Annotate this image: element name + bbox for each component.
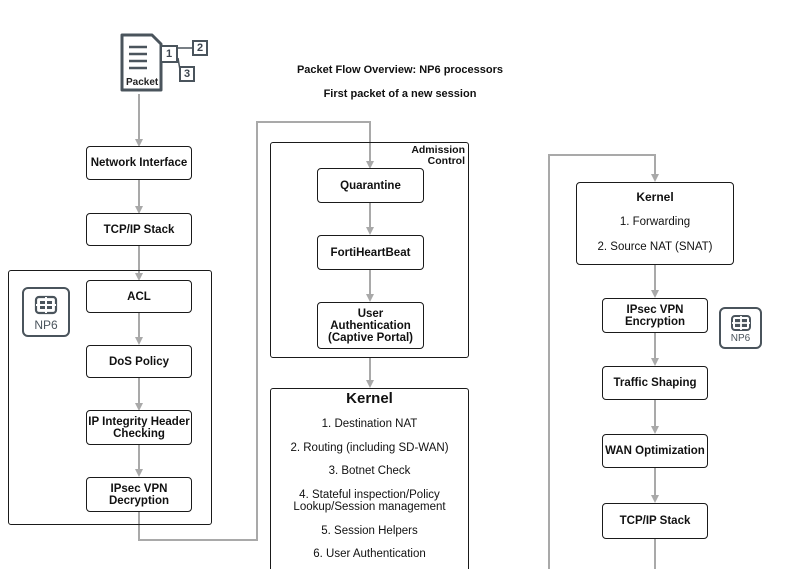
kernel-item-6: 6. User Authentication	[313, 548, 426, 560]
acl-box: ACL	[86, 280, 192, 313]
kernel-item-3: 3. Botnet Check	[328, 465, 411, 477]
quarantine-box: Quarantine	[317, 168, 424, 203]
diagram-title-line2: First packet of a new session	[323, 88, 477, 100]
admission-control-group	[270, 142, 469, 358]
ip-integrity-box: IP Integrity Header Checking	[86, 410, 192, 445]
user-auth-portal-box: User Authentication (Captive Portal)	[317, 302, 424, 349]
wire-col2-to-col3	[548, 154, 659, 569]
kernel2-item-1: 1. Forwarding	[619, 216, 691, 228]
np6-label-1: NP6	[34, 318, 58, 332]
np6-chip-icon	[731, 315, 751, 331]
kernel-item-5: 5. Session Helpers	[321, 525, 418, 537]
ipsec-encryption-box: IPsec VPN Encryption	[602, 298, 708, 333]
np6-chip-icon	[34, 295, 58, 315]
packet-tag-connectors	[177, 47, 192, 71]
wan-optimization-box: WAN Optimization	[602, 434, 708, 468]
admission-control-label: Admission Control	[411, 144, 465, 167]
kernel-item-2: 2. Routing (including SD-WAN)	[290, 442, 449, 454]
kernel-group-1	[270, 388, 469, 569]
kernel2-item-2: 2. Source NAT (SNAT)	[597, 241, 713, 253]
packet-tag-3: 3	[179, 66, 195, 82]
network-interface-box: Network Interface	[86, 146, 192, 180]
packet-document-icon	[120, 33, 163, 92]
kernel-item-4: 4. Stateful inspection/Policy Lookup/Ses…	[293, 489, 446, 513]
fortiheartbeat-box: FortiHeartBeat	[317, 235, 424, 270]
kernel-item-1: 1. Destination NAT	[321, 418, 418, 430]
tcpip-stack-box-2: TCP/IP Stack	[602, 503, 708, 539]
traffic-shaping-box: Traffic Shaping	[602, 366, 708, 400]
np6-label-2: NP6	[730, 333, 751, 344]
tcpip-stack-box-1: TCP/IP Stack	[86, 213, 192, 246]
np6-offload-group-1	[8, 270, 212, 525]
diagram-title-line1: Packet Flow Overview: NP6 processors	[296, 64, 504, 76]
kernel-title-2: Kernel	[636, 190, 674, 204]
packet-tag-2: 2	[192, 40, 208, 56]
ipsec-decryption-box: IPsec VPN Decryption	[86, 477, 192, 512]
np6-badge-1: NP6	[22, 287, 70, 337]
wire-col1-to-col2	[138, 121, 374, 541]
kernel-group-2	[576, 182, 734, 265]
packet-tag-1: 1	[160, 45, 178, 63]
kernel-title-1: Kernel	[346, 390, 393, 407]
packet-label: Packet	[126, 77, 159, 88]
dos-policy-box: DoS Policy	[86, 345, 192, 378]
np6-badge-2: NP6	[719, 307, 762, 349]
diagram-title: Packet Flow Overview: NP6 processors Fir…	[290, 52, 510, 112]
